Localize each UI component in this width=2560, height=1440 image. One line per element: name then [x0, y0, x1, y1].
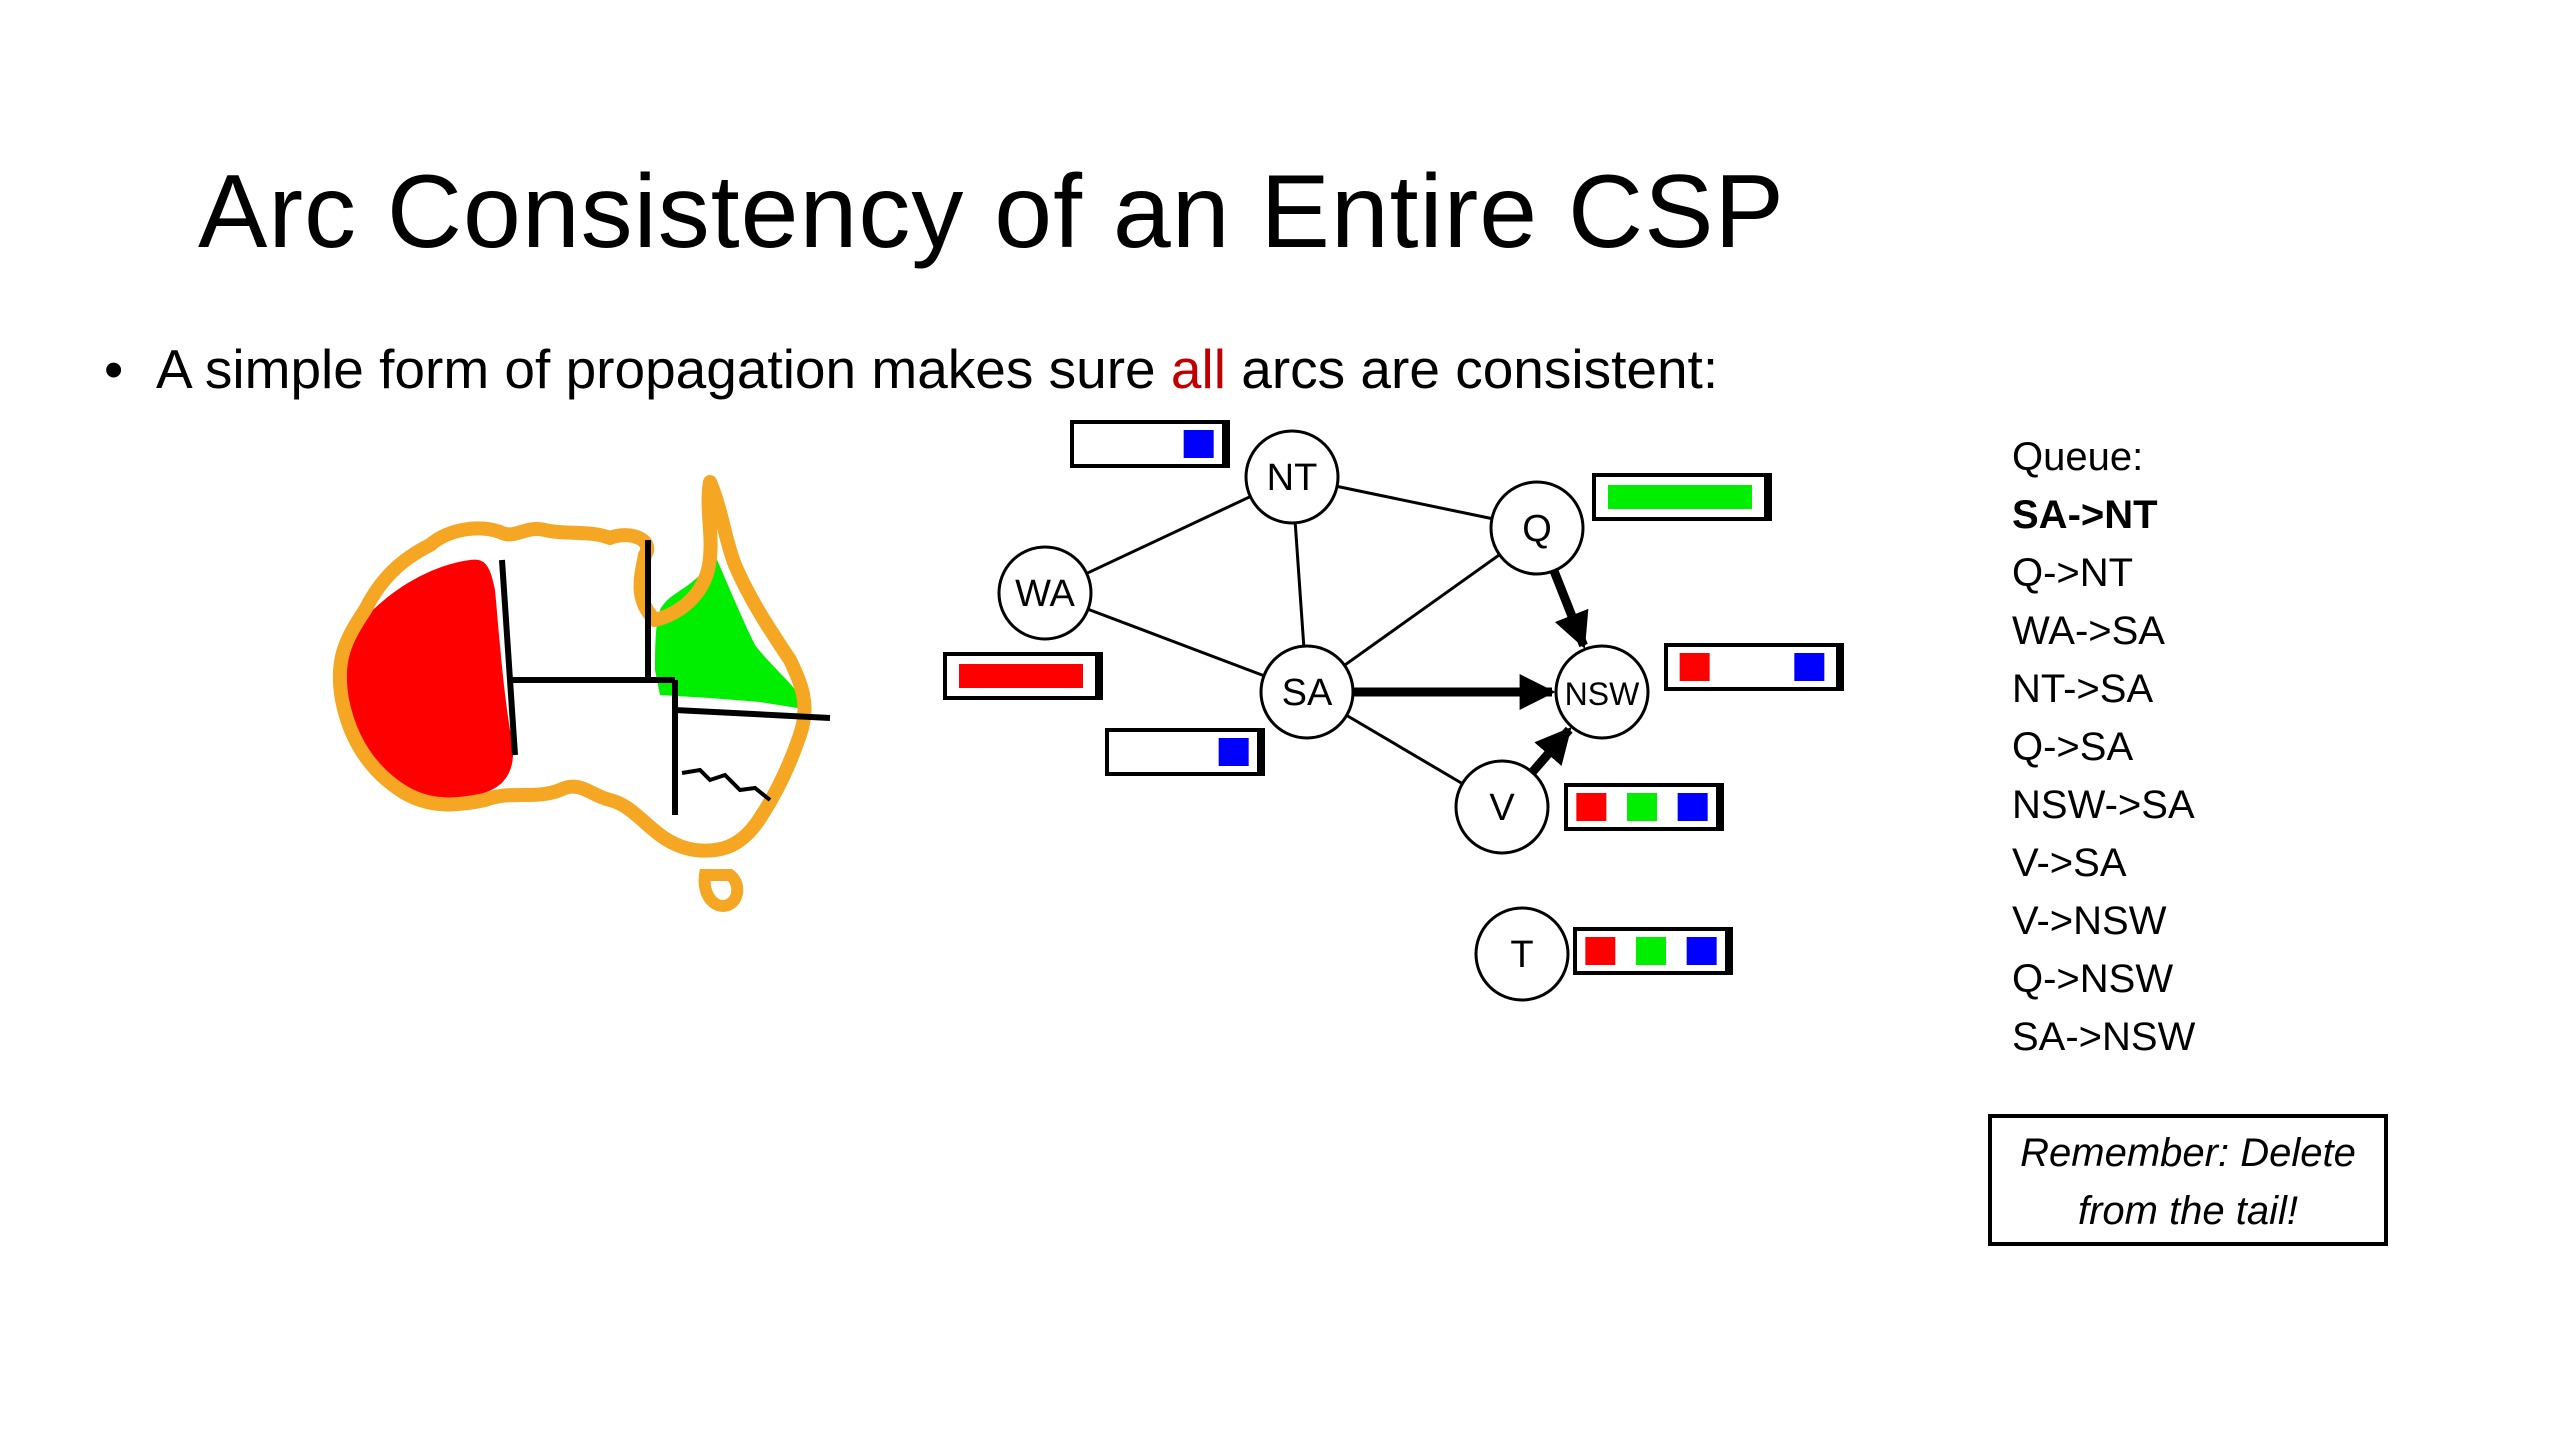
reminder-note: Remember: Delete from the tail! — [1988, 1114, 2388, 1246]
node-label-q: Q — [1522, 508, 1552, 550]
bullet-dot: • — [104, 338, 124, 400]
domain-value-red — [1585, 937, 1616, 965]
edge-nt-q — [1336, 484, 1493, 521]
domain-value-red — [1576, 793, 1607, 821]
bullet-text-end: arcs are consistent: — [1225, 338, 1719, 400]
node-sa — [1259, 644, 1355, 740]
queue-list: SA->NT Q->NT WA->SA NT->SA Q->SA NSW->SA V->SA… — [2012, 486, 2195, 1066]
edge-q-nsw — [1549, 569, 1589, 649]
domain-value-green — [1608, 485, 1752, 509]
queue-item: WA->SA — [2012, 609, 2165, 653]
queue-panel: Queue: SA->NT Q->NT WA->SA NT->SA Q->SA NSW->… — [2012, 428, 2195, 1066]
node-q — [1489, 480, 1585, 576]
node-nsw — [1554, 644, 1650, 740]
edge-v-nsw — [1528, 726, 1573, 776]
queue-item: SA->NSW — [2012, 1015, 2196, 1059]
node-label-nsw: NSW — [1565, 676, 1640, 712]
node-label-v: V — [1489, 787, 1515, 829]
queue-item: SA->NT — [2012, 493, 2158, 537]
queue-item: Q->NSW — [2012, 957, 2174, 1001]
domain-value-red — [1679, 653, 1710, 681]
bullet-emphasis: all — [1170, 338, 1226, 400]
queue-item: NT->SA — [2012, 667, 2154, 711]
domain-value-green — [1627, 793, 1657, 821]
reminder-line-2: from the tail! — [2077, 1189, 2299, 1233]
edge-nt-sa — [1293, 522, 1306, 647]
domain-value-red — [959, 664, 1083, 688]
node-label-nt: NT — [1267, 457, 1318, 499]
map-outline-tasmania — [698, 869, 744, 912]
node-label-sa: SA — [1282, 672, 1333, 714]
australia-map — [332, 475, 831, 912]
bullet-point: • A simple form of propagation makes sure… — [104, 334, 1718, 404]
domain-value-blue — [1183, 430, 1214, 458]
queue-item: Q->NT — [2012, 551, 2134, 595]
queue-label: Queue: — [2012, 435, 2144, 479]
edge-wa-sa — [1087, 607, 1265, 678]
node-label-wa: WA — [1015, 573, 1075, 615]
node-wa — [997, 545, 1093, 641]
node-v — [1454, 759, 1550, 855]
domain-value-green — [1636, 937, 1666, 965]
domain-value-blue — [1686, 937, 1717, 965]
edge-sa-v — [1345, 714, 1464, 785]
map-border-victoria — [681, 767, 772, 802]
queue-item: V->SA — [2012, 841, 2127, 885]
reminder-line-1: Remember: Delete — [2020, 1131, 2356, 1175]
domain-value-blue — [1218, 738, 1249, 766]
domain-value-blue — [1794, 653, 1825, 681]
edge-wa-nt — [1085, 495, 1252, 575]
slide-title: Arc Consistency of an Entire CSP — [198, 154, 1785, 270]
bullet-text-start: A simple form of propagation makes sure — [156, 338, 1171, 400]
queue-item: NSW->SA — [2012, 783, 2195, 827]
queue-item: V->NSW — [2012, 899, 2167, 943]
map-borders — [499, 540, 831, 815]
node-t — [1474, 906, 1570, 1002]
node-nt — [1244, 429, 1340, 525]
map-region-wa — [340, 559, 514, 798]
edge-sa-q — [1343, 553, 1501, 667]
node-label-t: T — [1510, 934, 1533, 976]
queue-item: Q->SA — [2012, 725, 2134, 769]
domain-value-blue — [1677, 793, 1708, 821]
